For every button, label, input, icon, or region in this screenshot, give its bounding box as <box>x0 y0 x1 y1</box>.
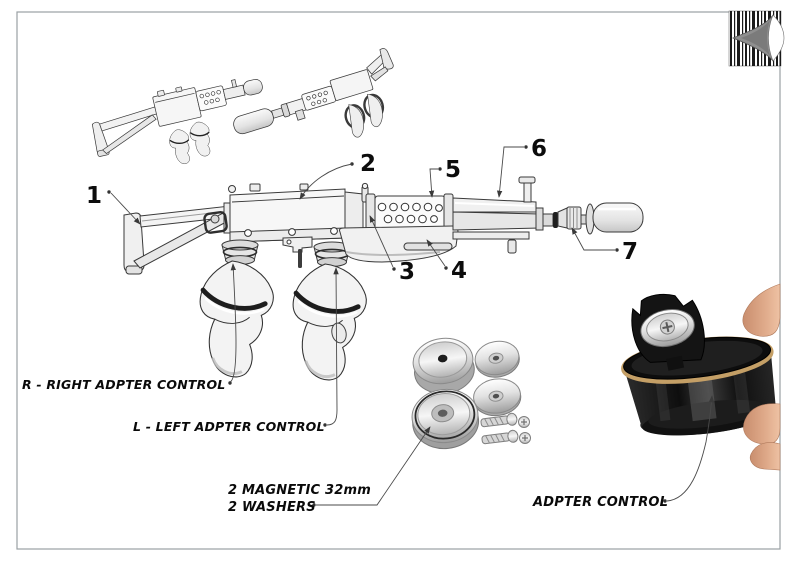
perforated-shroud <box>365 193 454 235</box>
callout-4: 4 <box>451 258 467 284</box>
page-frame <box>16 11 781 550</box>
callout-numbers: 1 2 3 4 5 6 7 <box>86 136 638 285</box>
screws <box>480 412 531 445</box>
callout-7: 7 <box>622 239 638 265</box>
render-assembled-left <box>233 48 394 141</box>
render-assembled-right <box>91 79 263 167</box>
adapter-photo <box>621 283 781 471</box>
callout-3: 3 <box>399 259 415 285</box>
washer-bottom <box>473 378 522 417</box>
magnets-washers-photo <box>411 337 531 450</box>
pot-magnet-top <box>412 337 475 395</box>
callout-2: 2 <box>360 151 376 177</box>
callout-1: 1 <box>86 183 102 209</box>
label-right-controller: R - RIGHT ADPTER CONTROL <box>22 377 225 392</box>
label-magnets-line2: 2 WASHERS <box>228 500 316 515</box>
label-adapter-control: ADPTER CONTROL <box>532 495 668 510</box>
index-finger <box>743 403 781 445</box>
middle-finger <box>749 442 781 471</box>
washer-top <box>474 340 520 378</box>
controller-mount-rear <box>221 239 259 265</box>
annotation-labels: R - RIGHT ADPTER CONTROL L - LEFT ADPTER… <box>22 377 668 515</box>
label-left-controller: L - LEFT ADPTER CONTROL <box>133 419 325 434</box>
thumb <box>742 283 781 337</box>
callout-5: 5 <box>445 157 461 183</box>
pot-magnet-bottom <box>411 388 480 450</box>
brand-logo <box>728 10 785 67</box>
main-diagram <box>123 176 644 380</box>
receiver <box>203 182 375 268</box>
callout-leaders <box>107 145 619 271</box>
magnet-insert <box>631 293 705 371</box>
label-magnets-line1: 2 MAGNETIC 32mm <box>228 483 371 498</box>
barrel-assembly <box>452 176 544 254</box>
suppressor-assembly <box>542 202 644 235</box>
label-leaders <box>228 263 715 507</box>
callout-6: 6 <box>531 136 547 162</box>
